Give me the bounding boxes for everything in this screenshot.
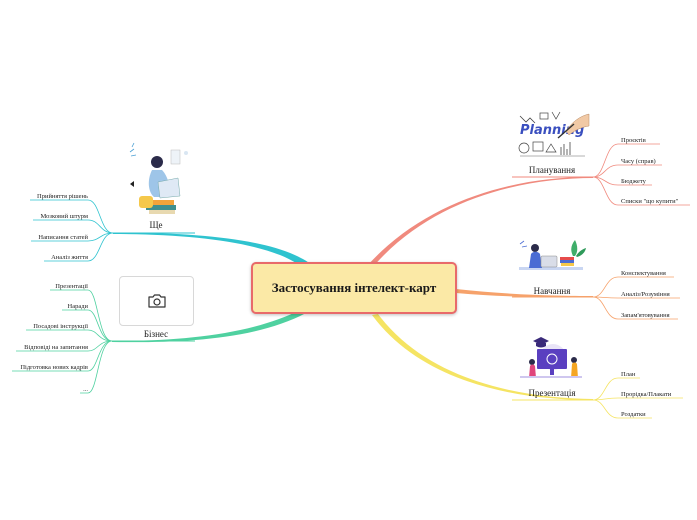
more-leaf-4[interactable]: Аналіз життя xyxy=(51,254,88,261)
more-label[interactable]: Ще xyxy=(149,220,162,230)
business-leaf-connectors xyxy=(12,289,113,394)
branch-planning xyxy=(367,176,593,268)
branch-more xyxy=(113,232,312,267)
learning-label[interactable]: Навчання xyxy=(534,286,571,296)
learning-leaf-1[interactable]: Конспектування xyxy=(621,270,666,277)
planning-sketch-illustration: Planning xyxy=(515,111,590,159)
planning-leaf-connectors xyxy=(592,143,690,206)
camera-icon xyxy=(147,294,166,308)
planning-label[interactable]: Планування xyxy=(529,165,575,175)
presentation-leaf-3[interactable]: Роздатки xyxy=(621,411,646,418)
planning-leaf-1[interactable]: Проєктів xyxy=(621,137,646,144)
presentation-label[interactable]: Презентація xyxy=(529,388,576,398)
branch-business xyxy=(112,310,306,343)
business-label[interactable]: Бізнес xyxy=(144,329,168,339)
business-leaf-3[interactable]: Посадові інструкції xyxy=(33,323,88,330)
business-leaf-5[interactable]: Підготовка нових кадрів xyxy=(20,364,88,371)
business-leaf-2[interactable]: Наради xyxy=(68,303,89,310)
business-leaf-4[interactable]: Відповіді на запитання xyxy=(24,344,88,351)
more-leaf-3[interactable]: Написання статей xyxy=(38,234,88,241)
business-leaf-6[interactable]: ... xyxy=(83,386,88,393)
more-leaf-2[interactable]: Мозковий штурм xyxy=(41,213,88,220)
planning-leaf-2[interactable]: Часу (справ) xyxy=(621,158,656,165)
more-leaf-1[interactable]: Прийняття рішень xyxy=(37,193,88,200)
presentation-leaf-2[interactable]: Прорідка/Плакати xyxy=(621,391,672,398)
branch-learning xyxy=(456,289,593,298)
central-topic-title: Застосування інтелект-карт xyxy=(271,280,437,295)
learning-leaf-2[interactable]: Аналіз/Розуміння xyxy=(621,291,670,298)
business-leaf-1[interactable]: Презентації xyxy=(55,283,88,290)
graduation-presentation-illustration xyxy=(516,330,590,382)
learning-leaf-connectors xyxy=(592,276,680,320)
planning-leaf-3[interactable]: Бюджету xyxy=(621,178,647,185)
presentation-leaf-connectors xyxy=(592,377,683,419)
business-image-placeholder[interactable] xyxy=(119,276,194,326)
central-topic[interactable]: Застосування інтелект-карт xyxy=(251,262,457,314)
presentation-leaf-1[interactable]: План xyxy=(621,371,636,378)
planning-leaf-4[interactable]: Списки "що купити" xyxy=(621,198,679,205)
more-leaf-connectors xyxy=(30,199,114,262)
person-at-laptop-illustration xyxy=(514,228,590,278)
girl-reading-illustration xyxy=(119,140,195,218)
learning-leaf-3[interactable]: Запам'ятовування xyxy=(621,312,670,319)
